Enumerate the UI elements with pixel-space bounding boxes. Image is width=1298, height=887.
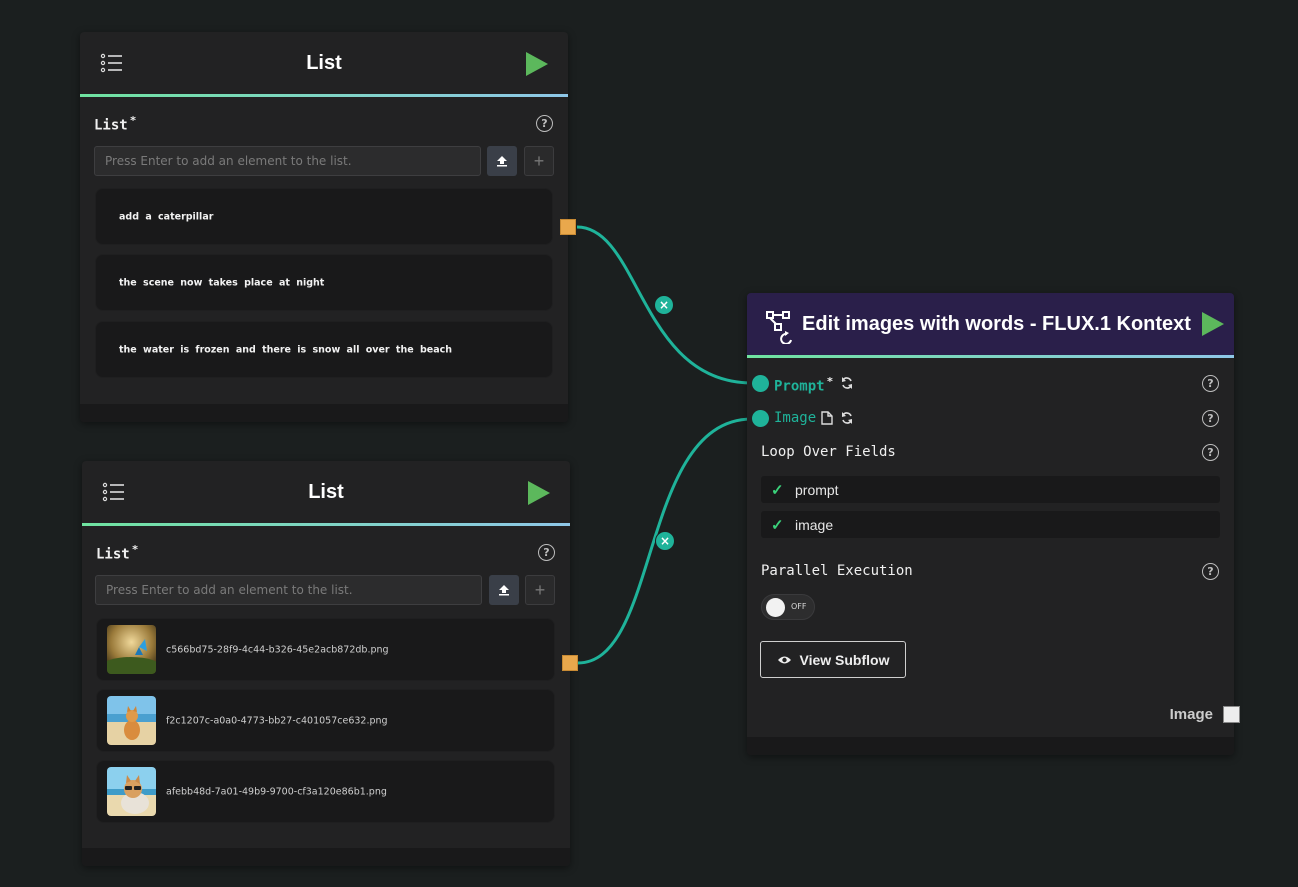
upload-button[interactable] xyxy=(487,146,517,176)
help-icon[interactable]: ? xyxy=(536,115,553,132)
header-divider xyxy=(80,94,568,97)
view-subflow-button[interactable]: View Subflow xyxy=(760,641,906,678)
image-input-label: Image xyxy=(774,410,817,426)
cat-on-beach-thumbnail xyxy=(107,696,156,745)
output-label: Image xyxy=(1169,706,1213,723)
upload-icon xyxy=(497,156,507,167)
loop-field-row[interactable]: ✓ image xyxy=(761,511,1220,538)
help-icon[interactable]: ? xyxy=(1202,444,1219,461)
subflow-icon xyxy=(766,311,792,344)
upload-button[interactable] xyxy=(489,575,519,605)
node-footer xyxy=(82,848,570,866)
list-node[interactable]: List List* ? + c566bd75-28f9-4c44-b326-4… xyxy=(82,461,570,866)
remove-edge-button[interactable]: × xyxy=(654,295,674,315)
node-title: List xyxy=(308,480,344,503)
node-footer xyxy=(747,737,1234,755)
refresh-icon[interactable] xyxy=(840,411,854,425)
node-title: Edit images with words - FLUX.1 Kontext xyxy=(802,312,1191,335)
add-item-button[interactable]: + xyxy=(524,146,554,176)
list-input[interactable] xyxy=(95,575,482,605)
header-divider xyxy=(82,523,570,526)
close-icon: × xyxy=(658,298,670,312)
remove-edge-button[interactable]: × xyxy=(655,531,675,551)
subflow-node[interactable]: Edit images with words - FLUX.1 Kontext … xyxy=(747,293,1234,755)
refresh-icon[interactable] xyxy=(840,376,854,390)
list-icon xyxy=(100,53,122,73)
play-icon[interactable] xyxy=(1198,310,1226,338)
parallel-execution-toggle[interactable]: OFF xyxy=(761,594,815,620)
loop-field-row[interactable]: ✓ prompt xyxy=(761,476,1220,503)
loop-over-fields-label: Loop Over Fields xyxy=(761,444,896,460)
parallel-execution-label: Parallel Execution xyxy=(761,563,913,579)
list-icon xyxy=(102,482,124,502)
node-header[interactable]: List xyxy=(80,32,568,94)
list-node[interactable]: List List* ? + add a caterpillar the sce… xyxy=(80,32,568,422)
check-icon: ✓ xyxy=(771,482,784,499)
file-item[interactable]: afebb48d-7a01-49b9-9700-cf3a120e86b1.png xyxy=(96,760,555,823)
required-mark: * xyxy=(826,375,834,388)
help-icon[interactable]: ? xyxy=(1202,563,1219,580)
header-divider xyxy=(747,355,1234,358)
butterfly-thumbnail xyxy=(107,625,156,674)
close-icon: × xyxy=(659,534,671,548)
list-item[interactable]: add a caterpillar xyxy=(95,188,553,245)
file-item[interactable]: f2c1207c-a0a0-4773-bb27-c401057ce632.png xyxy=(96,689,555,752)
edge-list1-to-prompt[interactable] xyxy=(576,225,753,385)
prompt-input-port[interactable] xyxy=(752,375,769,392)
node-footer xyxy=(80,404,568,422)
field-label: List* xyxy=(96,543,139,563)
upload-icon xyxy=(499,585,509,596)
add-item-button[interactable]: + xyxy=(525,575,555,605)
check-icon: ✓ xyxy=(771,517,784,534)
help-icon[interactable]: ? xyxy=(538,544,555,561)
list-input[interactable] xyxy=(94,146,481,176)
cat-with-sunglasses-thumbnail xyxy=(107,767,156,816)
node-header[interactable]: Edit images with words - FLUX.1 Kontext xyxy=(747,293,1234,355)
file-icon xyxy=(821,411,833,425)
prompt-input-label: Prompt* xyxy=(774,375,834,395)
output-port[interactable] xyxy=(560,219,576,235)
required-mark: * xyxy=(131,543,139,556)
play-icon[interactable] xyxy=(524,479,552,507)
node-header[interactable]: List xyxy=(82,461,570,523)
required-mark: * xyxy=(129,114,137,127)
plus-icon: + xyxy=(533,150,545,171)
list-item[interactable]: the water is frozen and there is snow al… xyxy=(95,321,553,378)
eye-icon xyxy=(777,656,791,663)
image-output-port[interactable] xyxy=(1223,706,1240,723)
file-item[interactable]: c566bd75-28f9-4c44-b326-45e2acb872db.png xyxy=(96,618,555,681)
output-port[interactable] xyxy=(562,655,578,671)
image-input-port[interactable] xyxy=(752,410,769,427)
node-title: List xyxy=(306,51,342,74)
help-icon[interactable]: ? xyxy=(1202,375,1219,392)
play-icon[interactable] xyxy=(522,50,550,78)
edge-list2-to-image[interactable] xyxy=(577,417,753,665)
field-label: List* xyxy=(94,114,137,134)
toggle-knob xyxy=(766,598,785,617)
plus-icon: + xyxy=(534,579,546,600)
help-icon[interactable]: ? xyxy=(1202,410,1219,427)
list-item[interactable]: the scene now takes place at night xyxy=(95,254,553,311)
